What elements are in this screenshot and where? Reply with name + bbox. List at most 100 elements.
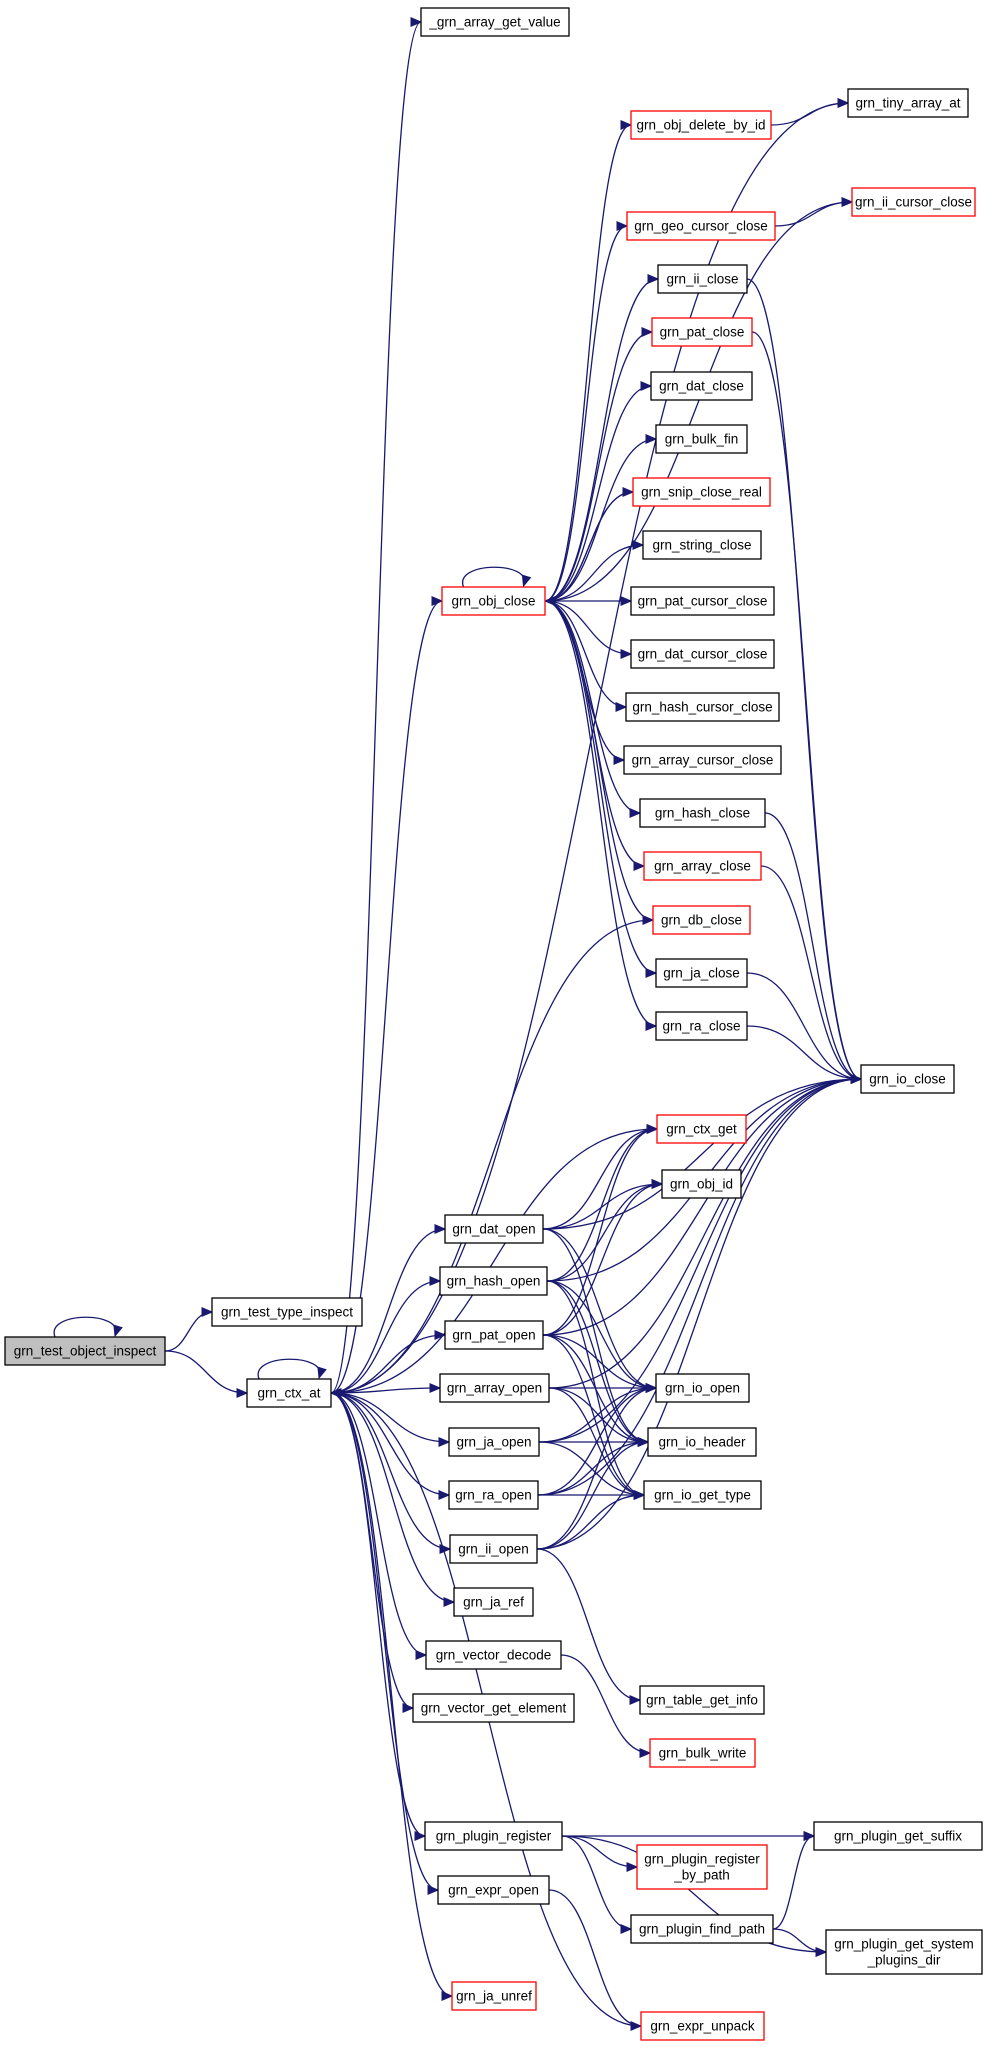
node-ioopen[interactable]: grn_io_open bbox=[655, 1373, 750, 1403]
node-iiclose[interactable]: grn_ii_close bbox=[657, 264, 748, 294]
edge-objclose-to-jaclose bbox=[544, 600, 658, 978]
node-label: grn_plugin_get_suffix bbox=[834, 1829, 962, 1844]
node-label: grn_test_type_inspect bbox=[221, 1305, 353, 1320]
node-arropen[interactable]: grn_array_open bbox=[439, 1373, 550, 1403]
edge-objclose-to-objclose bbox=[462, 566, 532, 588]
node-hashclose[interactable]: grn_hash_close bbox=[639, 798, 766, 828]
edge-ctxat-to-hashopen bbox=[330, 1276, 442, 1394]
node-label: grn_ctx_at bbox=[257, 1386, 320, 1401]
node-patclose[interactable]: grn_pat_close bbox=[651, 317, 753, 347]
node-iiopen[interactable]: grn_ii_open bbox=[449, 1534, 538, 1564]
edge-iiopen-to-ioopen bbox=[536, 1383, 658, 1550]
node-box bbox=[437, 1875, 550, 1905]
edge-ctxat-to-jaref bbox=[330, 1392, 456, 1607]
node-label: grn_ja_close bbox=[663, 966, 740, 981]
node-raopen[interactable]: grn_ra_open bbox=[448, 1480, 539, 1510]
node-tiny[interactable]: grn_tiny_array_at bbox=[847, 88, 969, 118]
node-box bbox=[649, 1738, 756, 1768]
node-box bbox=[246, 1378, 332, 1408]
node-jaclose[interactable]: grn_ja_close bbox=[655, 958, 748, 988]
node-root[interactable]: grn_test_object_inspect bbox=[4, 1336, 166, 1366]
edge-objclose-to-datclose bbox=[544, 381, 653, 602]
edge-root-to-root bbox=[53, 1316, 123, 1338]
node-jaref[interactable]: grn_ja_ref bbox=[453, 1587, 534, 1617]
node-patopen[interactable]: grn_pat_open bbox=[444, 1320, 544, 1350]
node-iohdr[interactable]: grn_io_header bbox=[647, 1427, 757, 1457]
node-bulkw[interactable]: grn_bulk_write bbox=[649, 1738, 756, 1768]
edge-root-to-tti bbox=[164, 1307, 214, 1352]
node-pregbp[interactable]: grn_plugin_register_by_path bbox=[636, 1844, 768, 1890]
node-label: grn_io_get_type bbox=[654, 1488, 751, 1503]
node-vge[interactable]: grn_vector_get_element bbox=[412, 1693, 575, 1723]
node-box bbox=[630, 1914, 774, 1944]
node-snip[interactable]: grn_snip_close_real bbox=[632, 477, 771, 507]
node-patcc[interactable]: grn_pat_cursor_close bbox=[630, 586, 775, 616]
node-ioclose[interactable]: grn_io_close bbox=[860, 1064, 955, 1094]
edge-objclose-to-geocc bbox=[544, 221, 629, 602]
node-strc[interactable]: grn_string_close bbox=[642, 530, 762, 560]
node-tti[interactable]: grn_test_type_inspect bbox=[211, 1297, 363, 1327]
node-psuf[interactable]: grn_plugin_get_suffix bbox=[813, 1821, 983, 1851]
node-box bbox=[449, 1534, 538, 1564]
node-eopen[interactable]: grn_expr_open bbox=[437, 1875, 550, 1905]
node-label: grn_string_close bbox=[652, 538, 751, 553]
node-geocc[interactable]: grn_geo_cursor_close bbox=[626, 211, 776, 241]
node-iogt[interactable]: grn_io_get_type bbox=[643, 1480, 762, 1510]
node-box bbox=[424, 1821, 563, 1851]
node-label: _by_path bbox=[673, 1868, 730, 1883]
node-box bbox=[632, 477, 771, 507]
node-bulkfin[interactable]: grn_bulk_fin bbox=[655, 424, 748, 454]
node-label: grn_ja_ref bbox=[463, 1595, 524, 1610]
node-box bbox=[623, 745, 782, 775]
node-arrclose[interactable]: grn_array_close bbox=[643, 851, 762, 881]
node-eunpack[interactable]: grn_expr_unpack bbox=[640, 2011, 765, 2041]
node-datopen[interactable]: grn_dat_open bbox=[444, 1214, 544, 1244]
node-iicc[interactable]: grn_ii_cursor_close bbox=[851, 187, 976, 217]
node-odel[interactable]: grn_obj_delete_by_id bbox=[630, 110, 772, 140]
node-dbclose[interactable]: grn_db_close bbox=[652, 905, 751, 935]
edge-objclose-to-patclose bbox=[544, 327, 654, 602]
node-label: grn_plugin_register bbox=[644, 1852, 760, 1867]
node-box bbox=[851, 187, 976, 217]
node-raclose[interactable]: grn_ra_close bbox=[655, 1011, 748, 1041]
node-box bbox=[425, 1640, 562, 1670]
node-tgi[interactable]: grn_table_get_info bbox=[639, 1685, 765, 1715]
node-label: grn_dat_close bbox=[659, 379, 744, 394]
edge-ctxat-to-jaunref bbox=[330, 1392, 454, 2001]
node-jaopen[interactable]: grn_ja_open bbox=[448, 1427, 540, 1457]
node-objclose[interactable]: grn_obj_close bbox=[441, 586, 546, 616]
node-label: grn_dat_open bbox=[452, 1222, 535, 1237]
edge-arrclose-to-ioclose bbox=[760, 865, 863, 1084]
node-box bbox=[630, 639, 775, 669]
node-label: grn_ii_open bbox=[458, 1542, 529, 1557]
node-label: grn_vector_get_element bbox=[421, 1701, 567, 1716]
node-pfind[interactable]: grn_plugin_find_path bbox=[630, 1914, 774, 1944]
node-ctxget[interactable]: grn_ctx_get bbox=[656, 1114, 747, 1144]
node-label: grn_pat_close bbox=[660, 325, 745, 340]
node-arrcc[interactable]: grn_array_cursor_close bbox=[623, 745, 782, 775]
node-box bbox=[647, 1427, 757, 1457]
node-box bbox=[825, 1929, 983, 1975]
node-datclose[interactable]: grn_dat_close bbox=[650, 371, 753, 401]
node-preg[interactable]: grn_plugin_register bbox=[424, 1821, 563, 1851]
node-ctxat[interactable]: grn_ctx_at bbox=[246, 1378, 332, 1408]
edge-odel-to-tiny bbox=[770, 98, 850, 126]
edge-ctxget-to-ctxat bbox=[329, 1128, 658, 1398]
edge-hashopen-to-ctxget bbox=[546, 1124, 659, 1282]
node-label: grn_dat_cursor_close bbox=[638, 647, 768, 662]
edge-ctxat-to-vdec bbox=[330, 1392, 428, 1660]
node-jaunref[interactable]: grn_ja_unref bbox=[451, 1981, 537, 2011]
node-datcc[interactable]: grn_dat_cursor_close bbox=[630, 639, 775, 669]
node-hashcc[interactable]: grn_hash_cursor_close bbox=[625, 692, 780, 722]
node-vdec[interactable]: grn_vector_decode bbox=[425, 1640, 562, 1670]
node-box bbox=[655, 1011, 748, 1041]
node-psys[interactable]: grn_plugin_get_system_plugins_dir bbox=[825, 1929, 983, 1975]
node-label: grn_tiny_array_at bbox=[855, 96, 960, 111]
edge-vdec-to-bulkw bbox=[560, 1654, 652, 1758]
node-agv[interactable]: _grn_array_get_value bbox=[420, 7, 570, 37]
edge-objclose-to-datcc bbox=[544, 600, 633, 659]
node-label: grn_bulk_fin bbox=[665, 432, 739, 447]
edge-pfind-to-psuf bbox=[772, 1831, 816, 1930]
node-objid[interactable]: grn_obj_id bbox=[661, 1169, 742, 1199]
node-hashopen[interactable]: grn_hash_open bbox=[439, 1266, 548, 1296]
